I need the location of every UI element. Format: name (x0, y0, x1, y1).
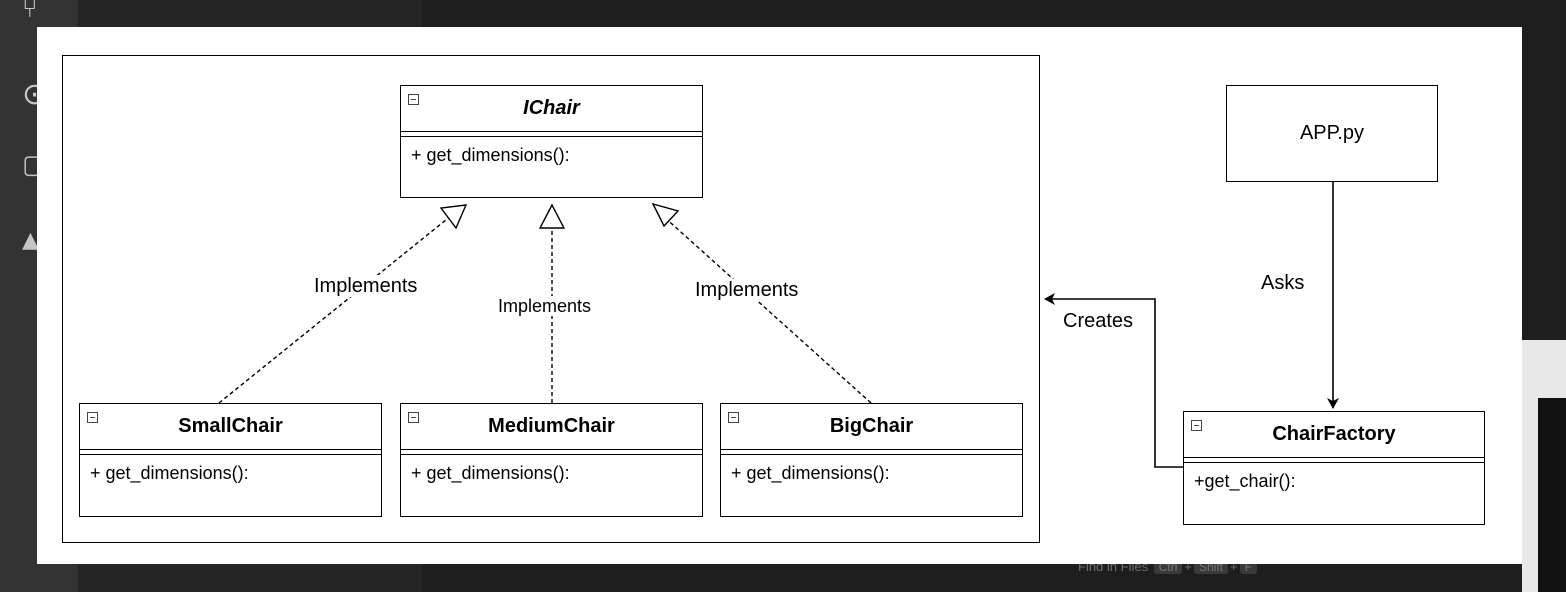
bigchair-method: + get_dimensions(): (731, 463, 890, 483)
webcam-dark-area (1538, 398, 1566, 592)
implements-arrowhead-big (651, 202, 680, 228)
diagram-edges (218, 181, 1339, 468)
attributes-divider (80, 450, 381, 455)
collapse-icon[interactable] (87, 412, 98, 423)
chairfactory-title: ChairFactory (1272, 423, 1396, 445)
implements-label-middle: Implements (498, 296, 592, 316)
app-py-node[interactable]: APP.py (1226, 85, 1438, 182)
implements-edge-big (661, 214, 872, 404)
chair-package-frame (62, 55, 1040, 543)
implements-label-right: Implements (695, 279, 799, 301)
bigchair-title: BigChair (829, 415, 914, 437)
asks-label: Asks (1261, 272, 1305, 294)
ichair-interface[interactable]: IChair + get_dimensions(): (400, 85, 703, 198)
implements-edge-small (218, 210, 458, 404)
ichair-header: IChair (401, 86, 702, 132)
implements-label-left: Implements (314, 275, 418, 297)
smallchair-method: + get_dimensions(): (90, 463, 249, 483)
uml-diagram: IChair + get_dimensions(): SmallChair + … (37, 27, 1522, 564)
app-py-label: APP.py (1299, 122, 1365, 144)
smallchair-title: SmallChair (178, 415, 283, 437)
creates-label: Creates (1063, 310, 1134, 332)
collapse-icon[interactable] (1191, 420, 1202, 431)
mediumchair-class[interactable]: MediumChair + get_dimensions(): (400, 403, 703, 517)
attributes-divider (401, 450, 702, 455)
collapse-icon[interactable] (728, 412, 739, 423)
mediumchair-title: MediumChair (488, 415, 615, 437)
bigchair-class[interactable]: BigChair + get_dimensions(): (720, 403, 1023, 517)
smallchair-header: SmallChair (80, 404, 381, 450)
collapse-icon[interactable] (408, 94, 419, 105)
attributes-divider (721, 450, 1022, 455)
ichair-method: + get_dimensions(): (411, 145, 570, 165)
attributes-divider (401, 132, 702, 137)
chairfactory-method: +get_chair(): (1194, 471, 1296, 491)
implements-arrowhead-small (439, 204, 468, 230)
creates-edge (1044, 293, 1183, 468)
chairfactory-class[interactable]: ChairFactory +get_chair(): (1183, 411, 1485, 525)
implements-arrowhead-medium (538, 203, 566, 229)
smallchair-class[interactable]: SmallChair + get_dimensions(): (79, 403, 382, 517)
attributes-divider (1184, 458, 1484, 463)
source-control-icon[interactable]: ⑂ (22, 0, 38, 24)
collapse-icon[interactable] (408, 412, 419, 423)
bigchair-header: BigChair (721, 404, 1022, 450)
chairfactory-header: ChairFactory (1184, 412, 1484, 458)
mediumchair-method: + get_dimensions(): (411, 463, 570, 483)
ichair-title: IChair (523, 97, 580, 119)
docker-icon[interactable]: ▲ (22, 228, 39, 253)
mediumchair-header: MediumChair (401, 404, 702, 450)
